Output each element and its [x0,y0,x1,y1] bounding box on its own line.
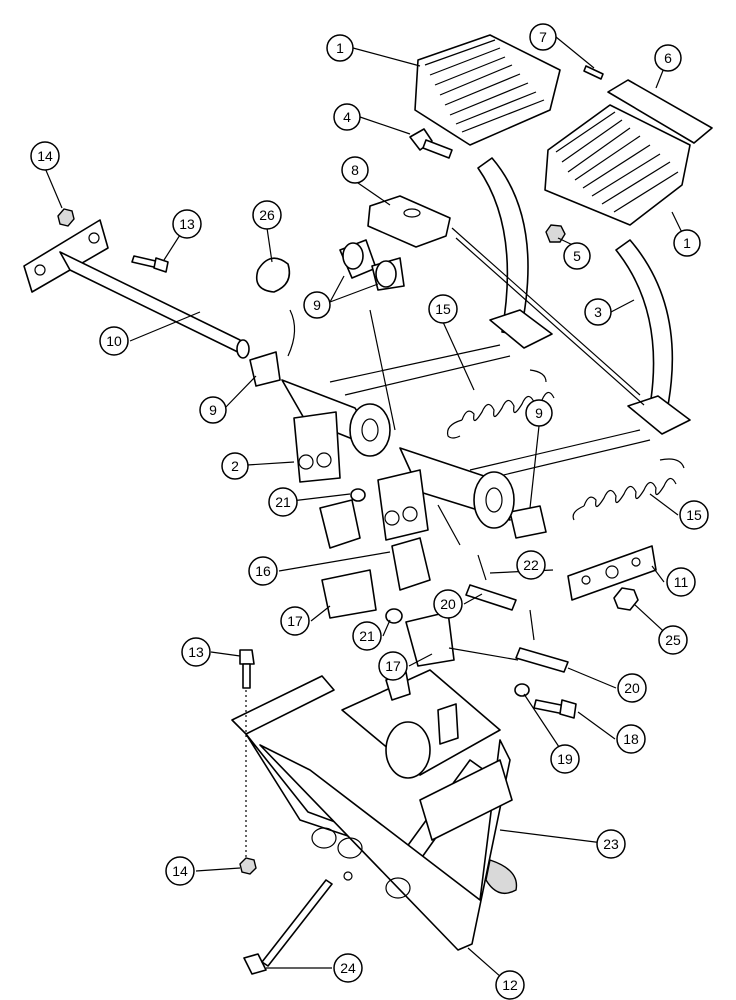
cross-shaft [23,219,250,359]
callout-9: 9 [199,396,227,424]
callout-22: 22 [516,550,546,580]
callout-11: 11 [666,567,696,597]
callout-18: 18 [616,724,646,754]
callout-label: 13 [188,644,204,660]
callout-label: 9 [313,297,321,313]
callout-15: 15 [679,500,709,530]
cover-plate [607,79,713,144]
pedal-hub-right [377,447,515,546]
callout-label: 24 [340,960,356,976]
link-plate [391,537,431,591]
callout-label: 14 [37,148,53,164]
pedal-hub-left [281,379,391,483]
seal-ring [255,257,291,293]
callout-label: 25 [665,632,681,648]
callout-label: 2 [231,458,239,474]
callout-label: 18 [623,731,639,747]
callout-label: 9 [209,402,217,418]
callout-label: 9 [535,405,543,421]
callout-8: 8 [341,156,369,184]
callout-2: 2 [221,452,249,480]
callout-label: 21 [359,628,375,644]
pin [583,65,604,80]
callout-label: 22 [523,557,539,573]
callout-label: 16 [255,563,271,579]
callout-20: 20 [617,673,647,703]
callout-label: 5 [573,248,581,264]
callout-label: 15 [686,507,702,523]
callout-24: 24 [333,953,363,983]
callout-5: 5 [563,242,591,270]
callout-13: 13 [172,209,202,239]
clevis [321,569,377,619]
callout-label: 1 [336,40,344,56]
callout-label: 4 [343,109,351,125]
spacer-plate [567,545,657,601]
clevis-pin [465,584,517,611]
callout-17: 17 [280,606,310,636]
hex-nut [613,587,639,611]
pedal-pad-upper [414,34,561,146]
callout-label: 26 [259,207,275,223]
pedal-pad-lower [544,104,691,226]
callout-9: 9 [525,399,553,427]
callout-26: 26 [252,200,282,230]
callout-label: 14 [172,863,188,879]
callout-4: 4 [333,103,361,131]
callout-label: 17 [385,658,401,674]
callout-12: 12 [495,970,525,1000]
callout-16: 16 [248,556,278,586]
callout-label: 21 [275,494,291,510]
callout-label: 12 [502,977,518,993]
callout-label: 7 [539,29,547,45]
callout-label: 15 [435,301,451,317]
pedal-stop-block [367,195,451,248]
callout-21: 21 [268,487,298,517]
callout-17: 17 [378,651,408,681]
callout-1: 1 [673,229,701,257]
callout-9: 9 [303,291,331,319]
pedal-arm-left [477,157,529,336]
return-spring [572,458,685,521]
callout-label: 10 [106,333,122,349]
callout-20: 20 [433,589,463,619]
callout-7: 7 [529,23,557,51]
callout-3: 3 [584,298,612,326]
toothed-nut [545,224,566,243]
callout-label: 11 [674,574,689,590]
callout-23: 23 [596,829,626,859]
callout-label: 1 [683,235,691,251]
callout-25: 25 [658,625,688,655]
callout-label: 20 [440,596,456,612]
shoulder-bolt [409,128,453,159]
callout-label: 13 [179,216,195,232]
callout-label: 8 [351,162,359,178]
bolt [239,649,255,665]
callout-15: 15 [428,294,458,324]
clevis [405,611,455,667]
mounting-bracket [231,675,518,951]
callout-label: 17 [287,613,303,629]
callout-1: 1 [326,34,354,62]
clevis-pin [515,647,569,673]
callout-label: 3 [594,304,602,320]
callout-label: 20 [624,680,640,696]
callout-label: 6 [664,50,672,66]
callout-21: 21 [352,621,382,651]
callout-14: 14 [165,856,195,886]
callout-14: 14 [30,141,60,171]
link-plate [319,499,361,549]
callout-6: 6 [654,44,682,72]
callout-label: 19 [557,751,573,767]
callout-10: 10 [99,326,129,356]
callout-19: 19 [550,744,580,774]
callout-13: 13 [181,637,211,667]
pedal-arm-right [615,239,674,421]
long-bolt [243,879,333,975]
callout-label: 23 [603,836,619,852]
